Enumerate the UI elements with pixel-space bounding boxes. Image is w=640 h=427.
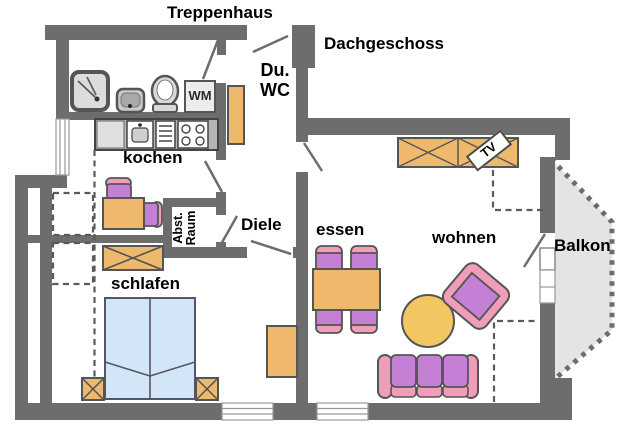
wall-hall-bedroom [163, 247, 247, 258]
label-wm: WM [188, 88, 212, 103]
wall-living-top [305, 118, 570, 135]
wall-storage-left [163, 198, 172, 258]
label-kochen: kochen [123, 148, 183, 167]
washbasin-faucet [128, 104, 132, 108]
balcony-door-swing [522, 233, 547, 268]
window-left [55, 118, 70, 176]
entrance-door-swing [252, 34, 289, 54]
nightstand-x [81, 377, 105, 401]
label-du-wc: Du. WC [260, 60, 290, 101]
label-treppenhaus: Treppenhaus [167, 3, 273, 22]
armchair-icon [441, 262, 511, 330]
balcony-floor [551, 159, 612, 378]
burner [181, 136, 191, 146]
window-bottom-2 [316, 402, 369, 421]
wall-hall-living-upper [296, 68, 308, 142]
label-essen: essen [316, 220, 365, 239]
walls [15, 25, 572, 420]
wall-bath-kitchen [56, 112, 218, 120]
bathroom-fixtures [70, 70, 216, 114]
sofa-cushion [390, 354, 417, 388]
bed-blanket-line [149, 361, 196, 377]
ceiling-height-lines [51, 150, 543, 402]
nightstand-x [195, 377, 219, 401]
wall-left-outer [15, 175, 28, 420]
shower-spray-line [86, 76, 97, 96]
dishwasher-icon [155, 120, 176, 149]
wall-hall-kitchen-upper [216, 83, 226, 160]
slope-line-sofa-corner [492, 319, 538, 402]
bedroom-cabinet-icon [266, 325, 298, 378]
wall-left-jog [15, 175, 67, 188]
living-furniture [312, 137, 519, 399]
bedroom-furniture [81, 245, 298, 401]
dining-chair-icon [315, 252, 343, 271]
balcony-door-leaf [539, 247, 556, 271]
slope-area-upper [51, 191, 95, 237]
burner [195, 136, 205, 146]
tall-cabinet-icon [227, 85, 245, 145]
kitchen-door-swing [203, 160, 224, 193]
storage-door-swing [218, 215, 239, 247]
windows [55, 118, 556, 421]
sideboard-x [397, 137, 459, 168]
wall-bedroom-living [296, 172, 308, 403]
toilet-base [152, 103, 178, 113]
label-balkon: Balkon [554, 236, 611, 255]
wall-left-upper [56, 25, 69, 119]
wall-knee-lower [40, 243, 52, 403]
toilet-bowl [156, 79, 174, 101]
sink-faucet [138, 123, 142, 127]
dining-chair-icon [350, 252, 378, 271]
slope-line-tv-corner [491, 170, 543, 212]
label-diele: Diele [241, 215, 282, 234]
wall-balcony-upper [540, 157, 555, 233]
burner [195, 124, 205, 134]
washing-machine-icon [184, 80, 216, 113]
label-abst-raum: Abst. Raum [171, 210, 199, 246]
kitchen-fixtures [94, 118, 219, 230]
dresser-x [102, 245, 164, 271]
dining-chair-icon [315, 308, 343, 326]
balcony [549, 157, 615, 380]
wall-top-stairwell [45, 25, 247, 40]
kitchen-chair-icon [106, 183, 132, 200]
bedroom-door-swing [250, 239, 292, 256]
coffee-table-icon [401, 294, 455, 348]
slope-area-lower [51, 241, 95, 286]
sofa-cushion [442, 354, 469, 388]
bathroom-door-swing [201, 39, 220, 80]
wall-knee-upper [40, 188, 52, 236]
label-dachgeschoss: Dachgeschoss [324, 34, 444, 53]
counter-cabinet [96, 120, 125, 149]
door-swings [201, 34, 547, 268]
sofa-armrest [377, 354, 393, 399]
sofa-icon [377, 354, 479, 399]
dining-chair-icon [350, 308, 378, 326]
wall-bath-door-stub [217, 37, 226, 55]
balcony-dotted-edge [549, 157, 615, 380]
shower-spray-line [77, 80, 96, 98]
wall-top-corner [292, 25, 315, 68]
shower-drain [94, 96, 100, 102]
bed-blanket-line [104, 361, 151, 377]
label-wohnen: wohnen [432, 228, 497, 247]
shower-icon [70, 70, 110, 112]
wall-storage-top [163, 198, 226, 207]
living-door-swing [302, 142, 324, 172]
dining-table-icon [312, 268, 381, 311]
sink-basin [131, 127, 149, 143]
burner [181, 124, 191, 134]
label-schlafen: schlafen [111, 274, 180, 293]
window-bottom-1 [221, 402, 274, 421]
kitchen-table-icon [102, 197, 145, 230]
wall-bottom [15, 403, 572, 420]
wall-right-jog [555, 135, 570, 160]
wall-bottom-right-jog [540, 378, 572, 403]
sofa-cushion [416, 354, 443, 388]
wall-balcony-lower [540, 303, 555, 378]
